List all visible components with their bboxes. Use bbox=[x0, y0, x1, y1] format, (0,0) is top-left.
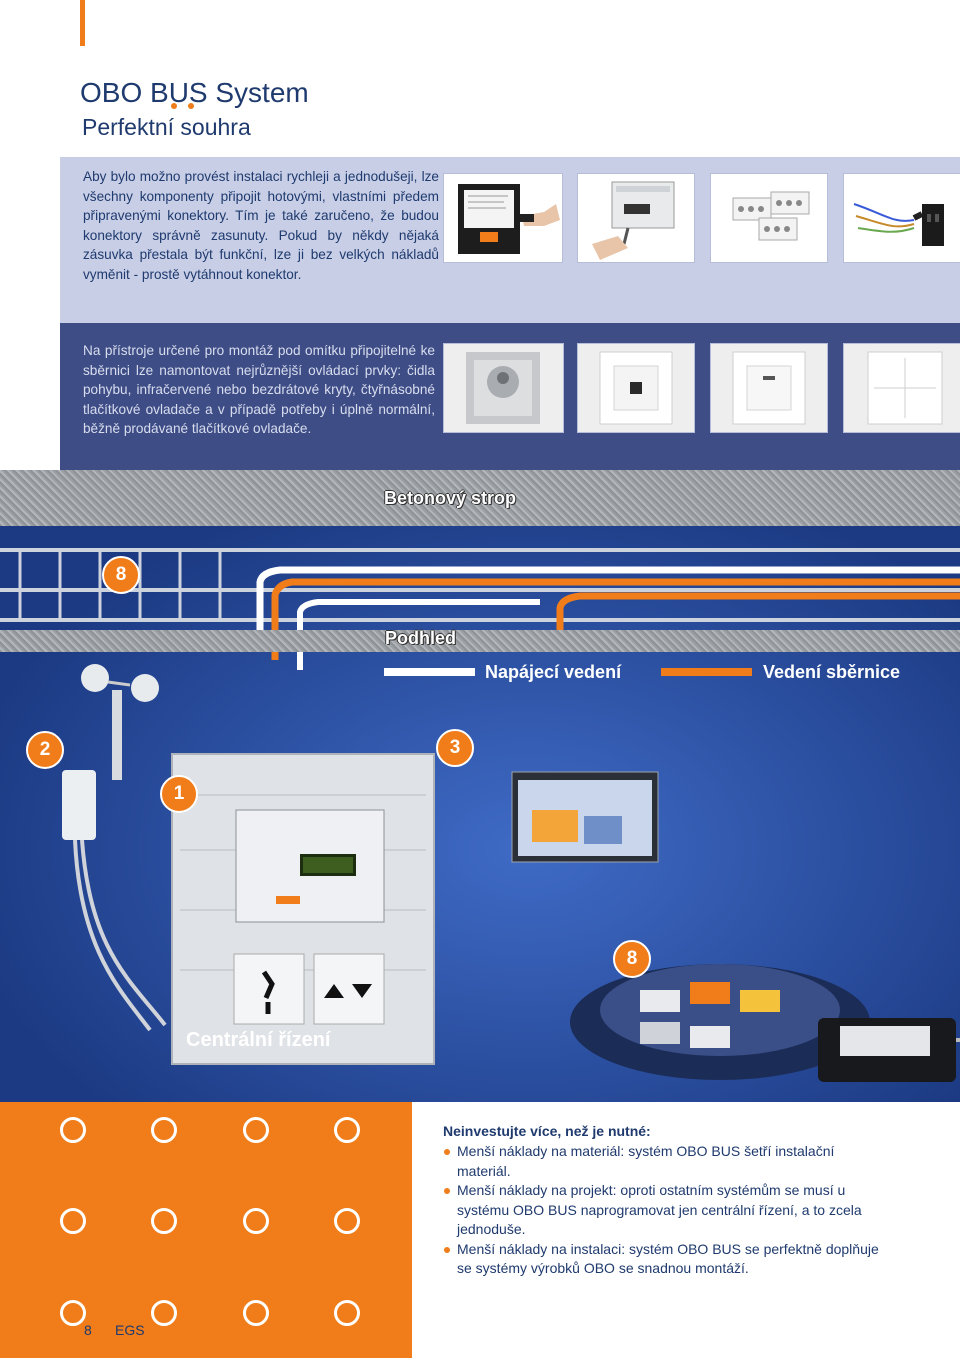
bus-line-legend: Vedení sběrnice bbox=[763, 662, 901, 682]
power-line-legend-swatch bbox=[384, 668, 475, 676]
badge-weather-station: 2 bbox=[26, 731, 64, 769]
ring-decor bbox=[243, 1300, 269, 1326]
badge-software: 3 bbox=[436, 729, 474, 767]
logo-dot bbox=[188, 103, 194, 109]
ceiling-label: Betonový strop bbox=[384, 488, 517, 508]
ir-cover-photo bbox=[577, 343, 695, 433]
ring-decor bbox=[151, 1208, 177, 1234]
ring-decor bbox=[151, 1300, 177, 1326]
benefits-list: Menší náklady na materiál: systém OBO BU… bbox=[443, 1142, 883, 1279]
section-code: EGS bbox=[115, 1322, 145, 1338]
installation-diagram bbox=[0, 470, 960, 1102]
connector-terminals-photo bbox=[710, 173, 828, 263]
connectors-text: Aby bylo možno provést instalaci rychlej… bbox=[83, 169, 439, 282]
page-title: OBO BUS System bbox=[80, 76, 309, 110]
concrete-ceiling bbox=[0, 470, 960, 526]
ring-decor bbox=[151, 1117, 177, 1143]
ring-decor bbox=[334, 1117, 360, 1143]
logo-dot bbox=[171, 103, 177, 109]
bus-module-photo bbox=[577, 173, 695, 263]
radio-cover-photo bbox=[710, 343, 828, 433]
motion-sensor-cover-photo bbox=[443, 343, 564, 433]
devices-text: Na přístroje určené pro montáž pod omítk… bbox=[83, 343, 435, 436]
ring-decor bbox=[60, 1117, 86, 1143]
bus-line-legend-swatch bbox=[661, 668, 752, 676]
list-item: Menší náklady na projekt: oproti ostatní… bbox=[443, 1181, 883, 1240]
ring-decor bbox=[243, 1117, 269, 1143]
cable-plug-photo bbox=[843, 173, 960, 263]
ring-decor bbox=[334, 1208, 360, 1234]
subceiling-label: Podhled bbox=[385, 628, 456, 648]
page-subtitle: Perfektní souhra bbox=[82, 114, 251, 140]
quad-pushbutton-photo bbox=[843, 343, 960, 433]
accent-bar bbox=[80, 0, 85, 46]
badge-floor-box: 8 bbox=[613, 940, 651, 978]
list-item: Menší náklady na instalaci: systém OBO B… bbox=[443, 1240, 883, 1279]
badge-central-unit: 1 bbox=[160, 775, 198, 813]
central-control-label: Centrální řízení bbox=[186, 1029, 331, 1051]
page-title-text: OBO BUS System bbox=[80, 77, 309, 108]
ring-decor bbox=[334, 1300, 360, 1326]
ring-decor bbox=[243, 1208, 269, 1234]
ring-decor bbox=[60, 1300, 86, 1326]
bus-device-photo bbox=[443, 173, 563, 263]
page-number: 8 bbox=[84, 1322, 92, 1338]
suspended-ceiling bbox=[0, 630, 960, 652]
benefits-title: Neinvestujte více, než je nutné: bbox=[443, 1123, 651, 1139]
ring-decor bbox=[60, 1208, 86, 1234]
badge-cable-tray: 8 bbox=[102, 556, 140, 594]
list-item: Menší náklady na materiál: systém OBO BU… bbox=[443, 1142, 883, 1181]
power-line-legend: Napájecí vedení bbox=[485, 662, 622, 682]
